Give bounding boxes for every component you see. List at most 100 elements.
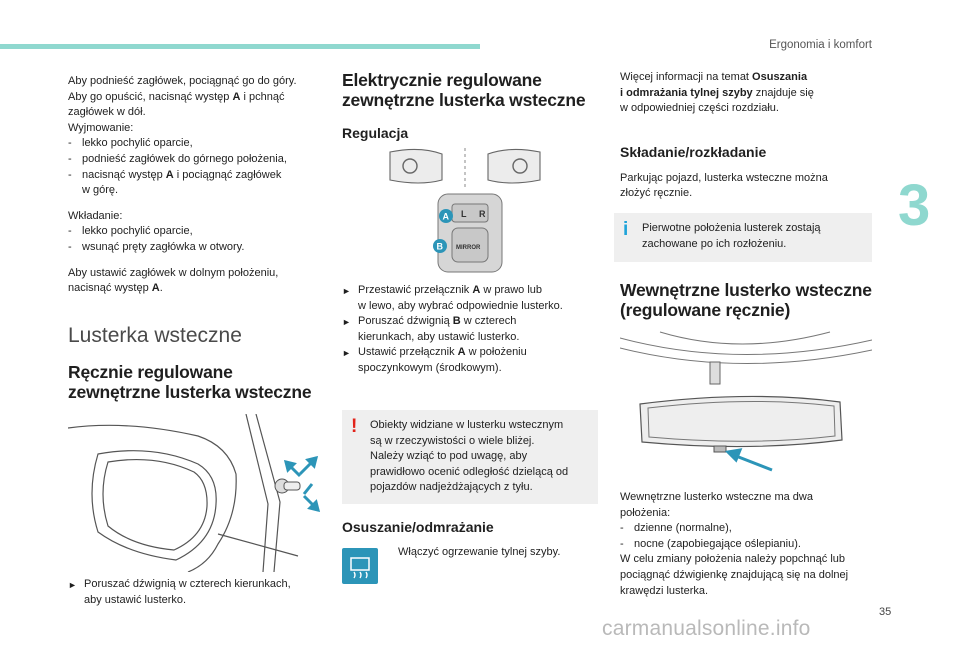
text-line: złożyć ręcznie. [620,187,693,200]
label-a: A [151,282,160,295]
label-a: A [457,346,466,359]
switch-label-r: R [479,209,486,219]
heading-line: Ręcznie regulowane [68,362,233,382]
inner-mirror-heading: Wewnętrzne lusterko wsteczne(regulowane … [620,280,882,330]
bullet-text: Poruszać dźwignią w czterech kierunkach, [84,578,291,590]
list-item: -lekko pochylić oparcie, [68,136,333,152]
manual-mirror-bullet: ► Poruszać dźwignią w czterech kierunkach… [68,577,330,608]
info-text: zachowane po ich rozłożeniu. [642,237,787,250]
left-mirror-icon [389,148,443,184]
text-line: Aby ustawić zagłówek w dolnym położeniu, [68,266,279,279]
text-line: krawędzi lusterka. [620,584,709,597]
warning-text: Obiekty widziane w lusterku wstecznym [370,419,564,431]
text-line: Więcej informacji na temat [620,71,753,83]
direction-arrows-icon [283,455,321,513]
bullet-text: spoczynkowym (środkowym). [358,361,502,374]
tilt-tab [713,445,727,453]
list-item-text: wsunąć pręty zagłówka w otwory. [82,240,245,253]
regulation-steps: ► Przestawić przełącznik A w prawo lub w l… [342,283,604,377]
subheading-defrost: Osuszanie/odmrażanie [342,519,494,535]
list-item: ► Ustawić przełącznik A w położeniu spoczy… [342,345,604,376]
subheading-regulation: Regulacja [342,125,409,141]
list-item-text: nacisnąć występ [82,168,166,181]
label-a: A [165,168,174,181]
list-item-text: dzienne (normalne), [634,522,732,535]
bullet-icon: ► [342,348,351,359]
defrost-text: Włączyć ogrzewanie tylnej szyby. [398,545,598,561]
warning-text: pojazdów nadjeżdżających z tyłu. [370,481,533,494]
heading-line: Wewnętrzne lusterko wsteczne [620,280,872,300]
heading-line: zewnętrzne lusterka wsteczne [342,90,586,110]
text-line: Parkując pojazd, lusterka wsteczne można [620,171,828,184]
text-line: Aby podnieść zagłówek, pociągnąć go do g… [68,75,297,87]
info-box: i Pierwotne położenia lusterek zostają z… [614,213,872,263]
text-line: znajduje się [752,86,814,99]
warning-box: ! Obiekty widziane w lusterku wstecznym … [342,410,598,504]
subheading-folding: Składanie/rozkładanie [620,143,767,160]
text-line: Aby go opuścić, nacisnąć występ [68,90,233,103]
column-left: Aby podnieść zagłówek, pociągnąć go do g… [68,74,333,307]
text-line: w odpowiedniej części rozdziału. [620,102,779,115]
column-right: Więcej informacji na temat Osuszania i o… [620,70,882,212]
heading-line: Elektrycznie regulowane [342,70,542,90]
label-a-badge [439,209,453,223]
text-bold: i odmrażania tylnej szyby [620,86,753,99]
heading-line: (regulowane ręcznie) [620,300,791,320]
text-line: i pchnąć [240,90,285,103]
bullet-icon: ► [68,580,77,590]
warning-text: są w rzeczywistości o wiele bliżej. [370,434,535,447]
list-item-text: nocne (zapobiegające oślepianiu). [634,537,801,550]
warning-text: prawidłowo ocenić odległość dzielącą od [370,465,569,478]
switch-label-mirror: MIRROR [456,245,481,251]
list-item-text: podnieść zagłówek do górnego położenia, [82,152,287,165]
info-text: Pierwotne położenia lusterek zostają [642,222,821,234]
list-item-text: i pociągnąć zagłówek [173,168,282,181]
label-b: B [452,315,461,328]
bullet-text: Ustawić przełącznik [358,346,458,359]
label-a: A [232,90,241,103]
push-arrow-icon [724,448,773,472]
bullet-text: w lewo, aby wybrać odpowiednie lusterko. [358,299,563,312]
bullet-text: Przestawić przełącznik [358,284,473,296]
rear-defrost-icon [350,557,370,579]
list-item: -podnieść zagłówek do górnego położenia, [68,152,333,168]
list-item: -wsunąć pręty zagłówka w otwory. [68,240,333,256]
bullet-text: w prawo lub [480,284,543,296]
inner-mirror-text: Wewnętrzne lusterko wsteczne ma dwa poło… [620,490,882,599]
text-bold: Osuszania [752,71,808,83]
text-line: Wewnętrzne lusterko wsteczne ma dwa [620,491,813,503]
manual-mirror-illustration [68,414,321,572]
right-mirror-icon [487,148,541,184]
switch-label-l: L [461,209,467,219]
list-item: -nocne (zapobiegające oślepianiu). [620,537,882,553]
label-b: B [437,242,444,252]
mirror-switch-illustration: L R MIRROR A B [389,148,541,273]
text-line: nacisnąć występ [68,282,152,295]
text-line: . [159,282,163,295]
heading-line: zewnętrzne lusterka wsteczne [68,382,312,402]
text-line: W celu zmiany położenia należy popchnąć … [620,553,846,566]
watermark: carmanualsonline.info [602,617,811,640]
list-item: ► Przestawić przełącznik A w prawo lub w l… [342,283,604,314]
chapter-number: 3 [898,173,931,238]
label-b-badge [433,239,447,253]
text-line: Wyjmowanie: [68,121,134,134]
page-number: 35 [879,606,892,618]
label-a: A [472,284,481,296]
lever-icon [274,478,301,494]
text-line: zagłówek w dół. [68,106,146,119]
bullet-text: aby ustawić lusterko. [84,593,187,606]
text-line: położenia: [620,506,671,519]
warning-text: Należy wziąć to pod uwagę, aby [370,450,528,463]
page-header-title: Ergonomia i komfort [769,39,872,51]
section-mirrors: Lusterka wsteczne [68,325,338,354]
defrost-instruction: Włączyć ogrzewanie tylnej szyby. [398,546,561,558]
bullet-icon: ► [342,286,351,296]
bullet-text: w położeniu [465,346,527,359]
bullet-text: Poruszać dźwignią [358,315,453,328]
list-item-text: lekko pochylić oparcie, [82,225,193,238]
bullet-icon: ► [342,317,351,328]
